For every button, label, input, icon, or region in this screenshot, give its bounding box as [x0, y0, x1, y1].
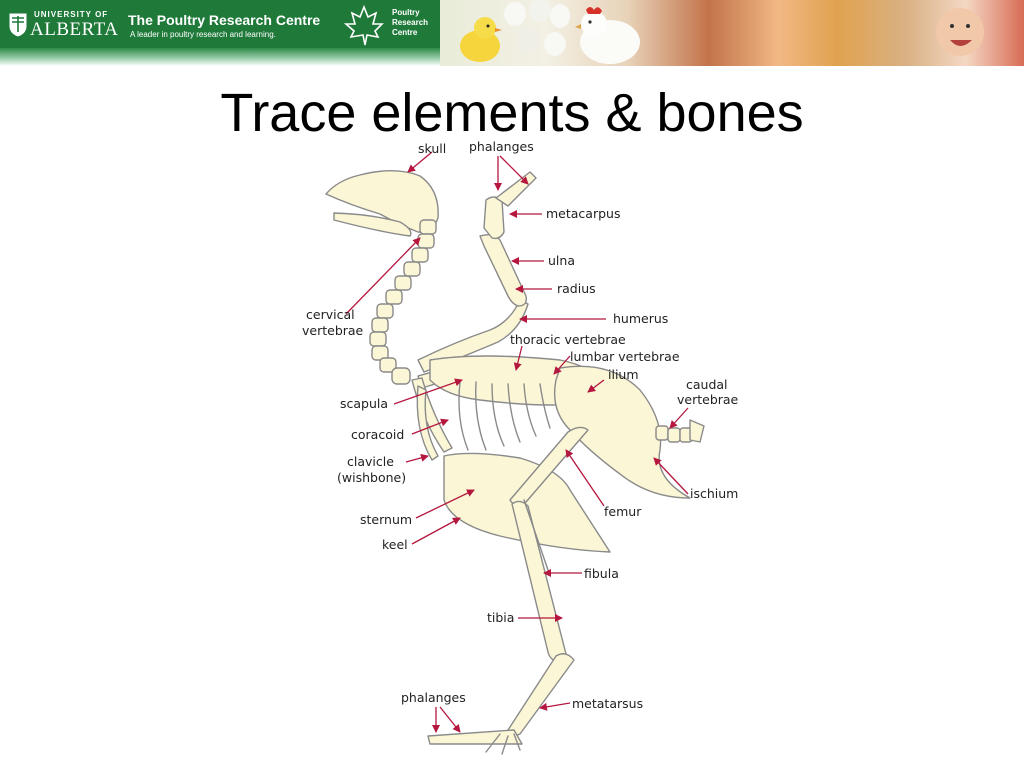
eggs-photo: [504, 0, 570, 56]
humerus-bone: [417, 299, 529, 373]
university-small-label: UNIVERSITY OF: [34, 10, 109, 19]
label-lumbar: lumbar vertebrae: [570, 349, 680, 364]
label-caudal-line2: vertebrae: [677, 392, 739, 407]
hen-photo: [575, 7, 640, 64]
label-metatarsus: metatarsus: [572, 696, 643, 711]
university-name: ALBERTA: [30, 19, 119, 40]
label-clavicle-line1: clavicle: [347, 454, 394, 469]
label-wing-phalanges: phalanges: [469, 139, 534, 154]
centre-title: The Poultry Research Centre: [128, 12, 321, 28]
skull-bone: [325, 170, 439, 233]
fibula-bone: [523, 499, 549, 571]
label-scapula: scapula: [340, 396, 388, 411]
page-title: Trace elements & bones: [220, 83, 804, 143]
label-ulna: ulna: [548, 253, 575, 268]
badge-line: Research: [392, 18, 429, 27]
badge-line: Centre: [392, 28, 418, 37]
label-coracoid: coracoid: [351, 427, 404, 442]
radius-ulna-bone: [479, 233, 528, 307]
label-cervical-line1: cervical: [306, 307, 355, 322]
label-caudal-line1: caudal: [686, 377, 728, 392]
badge-line: Poultry: [392, 8, 420, 17]
label-tibia: tibia: [487, 610, 514, 625]
label-foot-phalanges: phalanges: [401, 690, 466, 705]
label-humerus: humerus: [613, 311, 668, 326]
chick-photo: [460, 17, 502, 62]
lower-jaw-bone: [333, 212, 412, 237]
foot-phalanges-bone: [427, 729, 523, 745]
label-radius: radius: [557, 281, 596, 296]
ribs-bones: [458, 381, 551, 451]
clavicle-bone: [416, 385, 439, 461]
metacarpus-bone: [483, 196, 505, 240]
label-femur: femur: [604, 504, 642, 519]
banner-wave: [0, 48, 440, 66]
metatarsus-bone: [507, 653, 575, 737]
label-fibula: fibula: [584, 566, 619, 581]
label-thoracic: thoracic vertebrae: [510, 332, 626, 347]
label-ilium: ilium: [608, 367, 639, 382]
university-crest-icon: [8, 12, 28, 38]
wing-phalanges-bone: [495, 171, 537, 207]
centre-tagline: A leader in poultry research and learnin…: [130, 30, 276, 39]
bone-labels: skull phalanges metacarpus ulna radius h…: [302, 139, 739, 711]
baby-photo: [936, 8, 984, 56]
cervical-vertebrae-bones: [369, 219, 437, 385]
label-clavicle-line2: (wishbone): [337, 470, 406, 485]
label-cervical-line2: vertebrae: [302, 323, 364, 338]
maple-leaf-logo-icon: [343, 4, 384, 46]
sternum-bone: [443, 452, 611, 553]
label-keel: keel: [382, 537, 408, 552]
label-pointers: [345, 151, 689, 733]
label-skull: skull: [418, 141, 446, 156]
caudal-vertebrae-bones: [655, 419, 705, 443]
centre-badge: Poultry Research Centre: [392, 8, 428, 38]
header-banner: UNIVERSITY OF ALBERTA The Poultry Resear…: [0, 0, 1024, 66]
label-ischium: ischium: [690, 486, 738, 501]
label-metacarpus: metacarpus: [546, 206, 620, 221]
label-sternum: sternum: [360, 512, 412, 527]
